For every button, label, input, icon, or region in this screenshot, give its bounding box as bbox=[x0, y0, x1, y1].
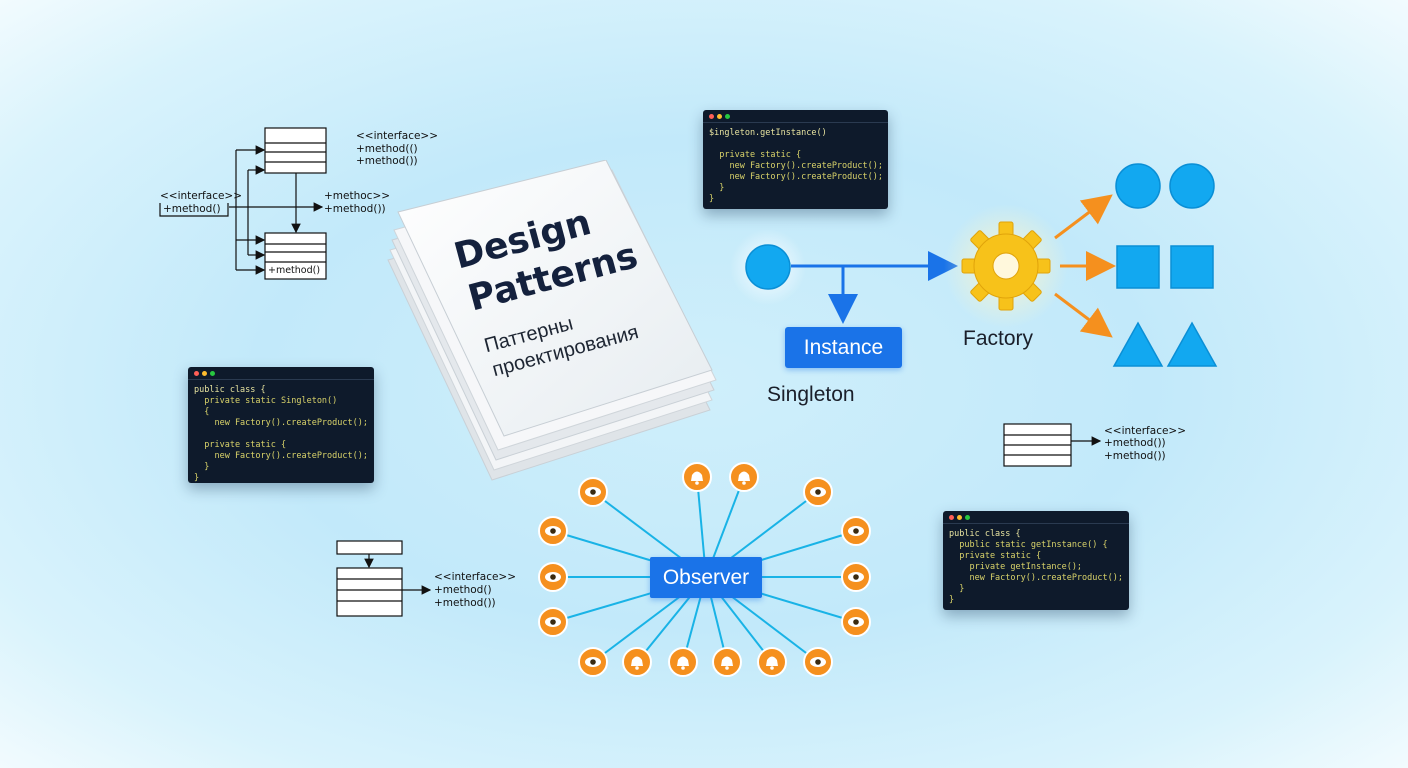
code-line: $ingleton.getInstance() bbox=[709, 128, 827, 138]
code-window-top: $ingleton.getInstance() private static {… bbox=[703, 110, 888, 209]
uml-bottom-left-stereotype: <<interface>> bbox=[434, 571, 517, 583]
uml-bottom-box-method: +method() bbox=[268, 265, 321, 276]
product-triangle-2 bbox=[1166, 321, 1218, 367]
code-line: new Factory().createProduct(); bbox=[194, 451, 368, 461]
code-line: private static { bbox=[194, 440, 287, 450]
bell-icon bbox=[729, 462, 759, 492]
uml-top-interface-method1: +method(() bbox=[356, 143, 418, 155]
bell-icon bbox=[757, 647, 787, 677]
eye-icon bbox=[803, 477, 833, 507]
product-circle-1 bbox=[1115, 163, 1161, 209]
code-line: } bbox=[194, 473, 200, 483]
code-line bbox=[194, 429, 368, 440]
code-line: } bbox=[709, 194, 715, 204]
code-line: new Factory().createProduct(); bbox=[949, 573, 1123, 583]
eye-icon bbox=[538, 562, 568, 592]
eye-icon bbox=[538, 607, 568, 637]
product-square-1 bbox=[1116, 245, 1160, 289]
uml-mid-method1: +methoc>> bbox=[324, 190, 391, 202]
eye-icon bbox=[538, 516, 568, 546]
uml-left-interface-method: +method() bbox=[163, 203, 221, 215]
uml-bottom-left bbox=[336, 540, 432, 617]
bell-icon bbox=[668, 647, 698, 677]
eye-icon bbox=[841, 516, 871, 546]
code-window-right: public class { public static getInstance… bbox=[943, 511, 1129, 610]
uml-right-method2: +method()) bbox=[1104, 450, 1166, 462]
uml-right bbox=[1003, 423, 1102, 467]
eye-icon bbox=[803, 647, 833, 677]
factory-label: Factory bbox=[963, 327, 1034, 350]
code-line: private static { bbox=[949, 551, 1042, 561]
uml-top-interface-method2: +method()) bbox=[356, 155, 418, 167]
code-line: new Factory().createProduct(); bbox=[194, 418, 368, 428]
code-line: public class { bbox=[949, 529, 1021, 539]
factory-diagram bbox=[944, 163, 1218, 367]
uml-right-method1: +method()) bbox=[1104, 437, 1166, 449]
code-line bbox=[709, 139, 882, 150]
bell-icon bbox=[622, 647, 652, 677]
code-window-left: public class { private static Singleton(… bbox=[188, 367, 374, 483]
observer-box: Observer bbox=[650, 557, 762, 598]
gear-icon bbox=[961, 221, 1051, 311]
uml-top-interface-stereotype: <<interface>> bbox=[356, 130, 439, 142]
code-line: } bbox=[949, 584, 965, 594]
uml-top-left bbox=[159, 127, 327, 280]
singleton-circle bbox=[745, 244, 791, 290]
eye-icon bbox=[578, 477, 608, 507]
uml-left-interface-stereotype: <<interface>> bbox=[160, 190, 243, 202]
code-line: private static Singleton() bbox=[194, 396, 338, 406]
code-line: private static { bbox=[709, 150, 802, 160]
singleton-label: Singleton bbox=[767, 383, 855, 406]
eye-icon bbox=[841, 562, 871, 592]
code-line: public class { bbox=[194, 385, 266, 395]
uml-mid-method2: +method()) bbox=[324, 203, 386, 215]
bell-icon bbox=[682, 462, 712, 492]
book-cover bbox=[397, 160, 713, 437]
code-line: private getInstance(); bbox=[949, 562, 1083, 572]
code-line: } bbox=[709, 183, 725, 193]
code-line: } bbox=[194, 462, 210, 472]
product-triangle-1 bbox=[1112, 321, 1164, 367]
code-line: new Factory().createProduct(); bbox=[709, 161, 883, 171]
uml-right-stereotype: <<interface>> bbox=[1104, 425, 1187, 437]
product-circle-2 bbox=[1169, 163, 1215, 209]
instance-box: Instance bbox=[785, 327, 902, 368]
uml-bottom-left-method2: +method()) bbox=[434, 597, 496, 609]
book-stack: Design Patterns Паттерны проектирования bbox=[380, 160, 720, 490]
code-line: } bbox=[949, 595, 955, 605]
bell-icon bbox=[712, 647, 742, 677]
eye-icon bbox=[841, 607, 871, 637]
code-line: { bbox=[194, 407, 210, 417]
eye-icon bbox=[578, 647, 608, 677]
code-line: new Factory().createProduct(); bbox=[709, 172, 883, 182]
singleton-diagram bbox=[730, 229, 958, 324]
uml-bottom-left-method1: +method() bbox=[434, 584, 492, 596]
product-square-2 bbox=[1170, 245, 1214, 289]
code-line: public static getInstance() { bbox=[949, 540, 1108, 550]
